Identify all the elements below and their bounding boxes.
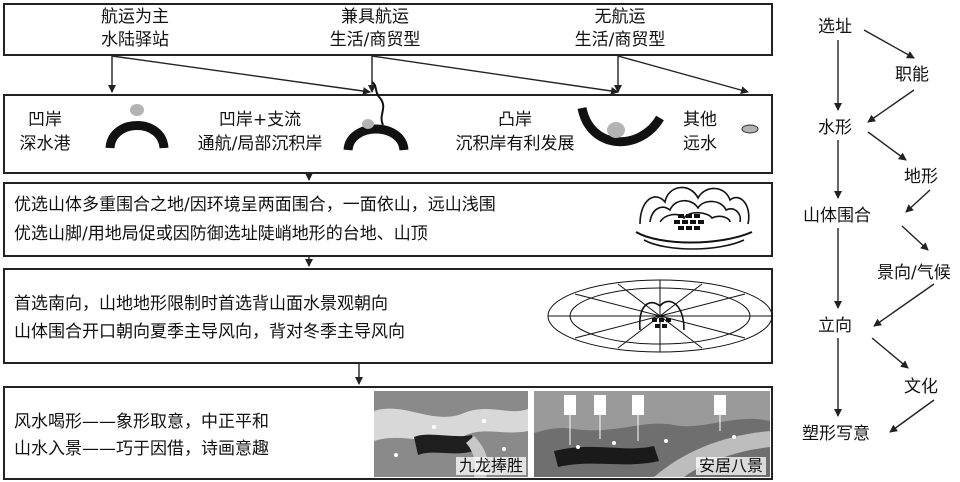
mountain-village-blocks [674,214,704,230]
jiulong-map-label: 九龙捧胜 [455,457,526,475]
flow-site-selection: 选址 [818,17,852,37]
anju-map-label: 安居八景 [695,457,766,475]
type-water-transport-line1: 航运为主 [101,7,169,27]
concave-bank-line1: 凹岸 [28,110,62,130]
concave-tributary-icon [343,81,409,152]
convex-bank-line1: 凸岸 [498,110,532,130]
convex-bank-line2: 沉积岸有利发展 [455,134,575,154]
function-type-box [3,3,773,56]
flow-shaping-meaning: 塑形写意 [802,424,870,444]
flow-function: 职能 [895,65,929,85]
concave-tributary-line1: 凹岸+支流 [218,110,302,130]
type-to-water-arrows [108,55,749,95]
type-no-transport-line2: 生活/商贸型 [574,30,666,50]
jiulong-map-image: 九龙捧胜 [374,391,528,477]
flow-orientation: 立向 [818,316,852,336]
box-flow-arrows [305,173,363,385]
flow-topography: 地形 [904,167,938,187]
shaping-line2: 山水入景——巧于因借，诗画意趣 [14,439,269,459]
type-no-transport-line1: 无航运 [594,7,646,27]
concave-bank-line2: 深水港 [19,134,71,154]
convex-bank-icon [577,106,664,146]
compass-center-blocks [652,318,671,328]
type-water-transport-line2: 水陆驿站 [101,30,169,50]
mountain-enclosure-diagram [635,186,753,250]
type-mixed-line2: 生活/商贸型 [329,30,421,50]
other-far-water-line2: 远水 [683,134,717,154]
orientation-compass-diagram [547,279,773,353]
other-far-water-line1: 其他 [683,110,717,130]
flow-culture: 文化 [904,377,938,397]
concave-bank-icon [105,104,169,149]
flow-view-climate: 景向/气候 [877,263,951,283]
flow-mountain-enclosure: 山体围合 [803,206,871,226]
side-flow-arrows [834,29,935,433]
concave-tributary-line2: 通航/局部沉积岸 [197,134,323,154]
far-water-icon [741,124,759,134]
orientation-line2: 山体围合开口朝向夏季主导风向，背对冬季主导风向 [14,322,405,342]
type-mixed-line1: 兼具航运 [341,7,409,27]
mountain-enclosure-box [3,182,773,257]
shaping-line1: 风水喝形——象形取意，中正平和 [14,412,269,432]
anju-map-image: 安居八景 [534,391,770,477]
orientation-line1: 首选南向，山地地形限制时首选背山面水景观朝向 [14,294,388,314]
mountain-enclosure-line1: 优选山体多重围合之地/因环境呈两面围合，一面依山，远山浅围 [14,195,496,215]
mountain-enclosure-line2: 优选山脚/用地局促或因防御选址陡峭地形的台地、山顶 [14,224,428,244]
flow-water-shape: 水形 [818,118,852,138]
jiulong-map-drawing [374,391,528,477]
